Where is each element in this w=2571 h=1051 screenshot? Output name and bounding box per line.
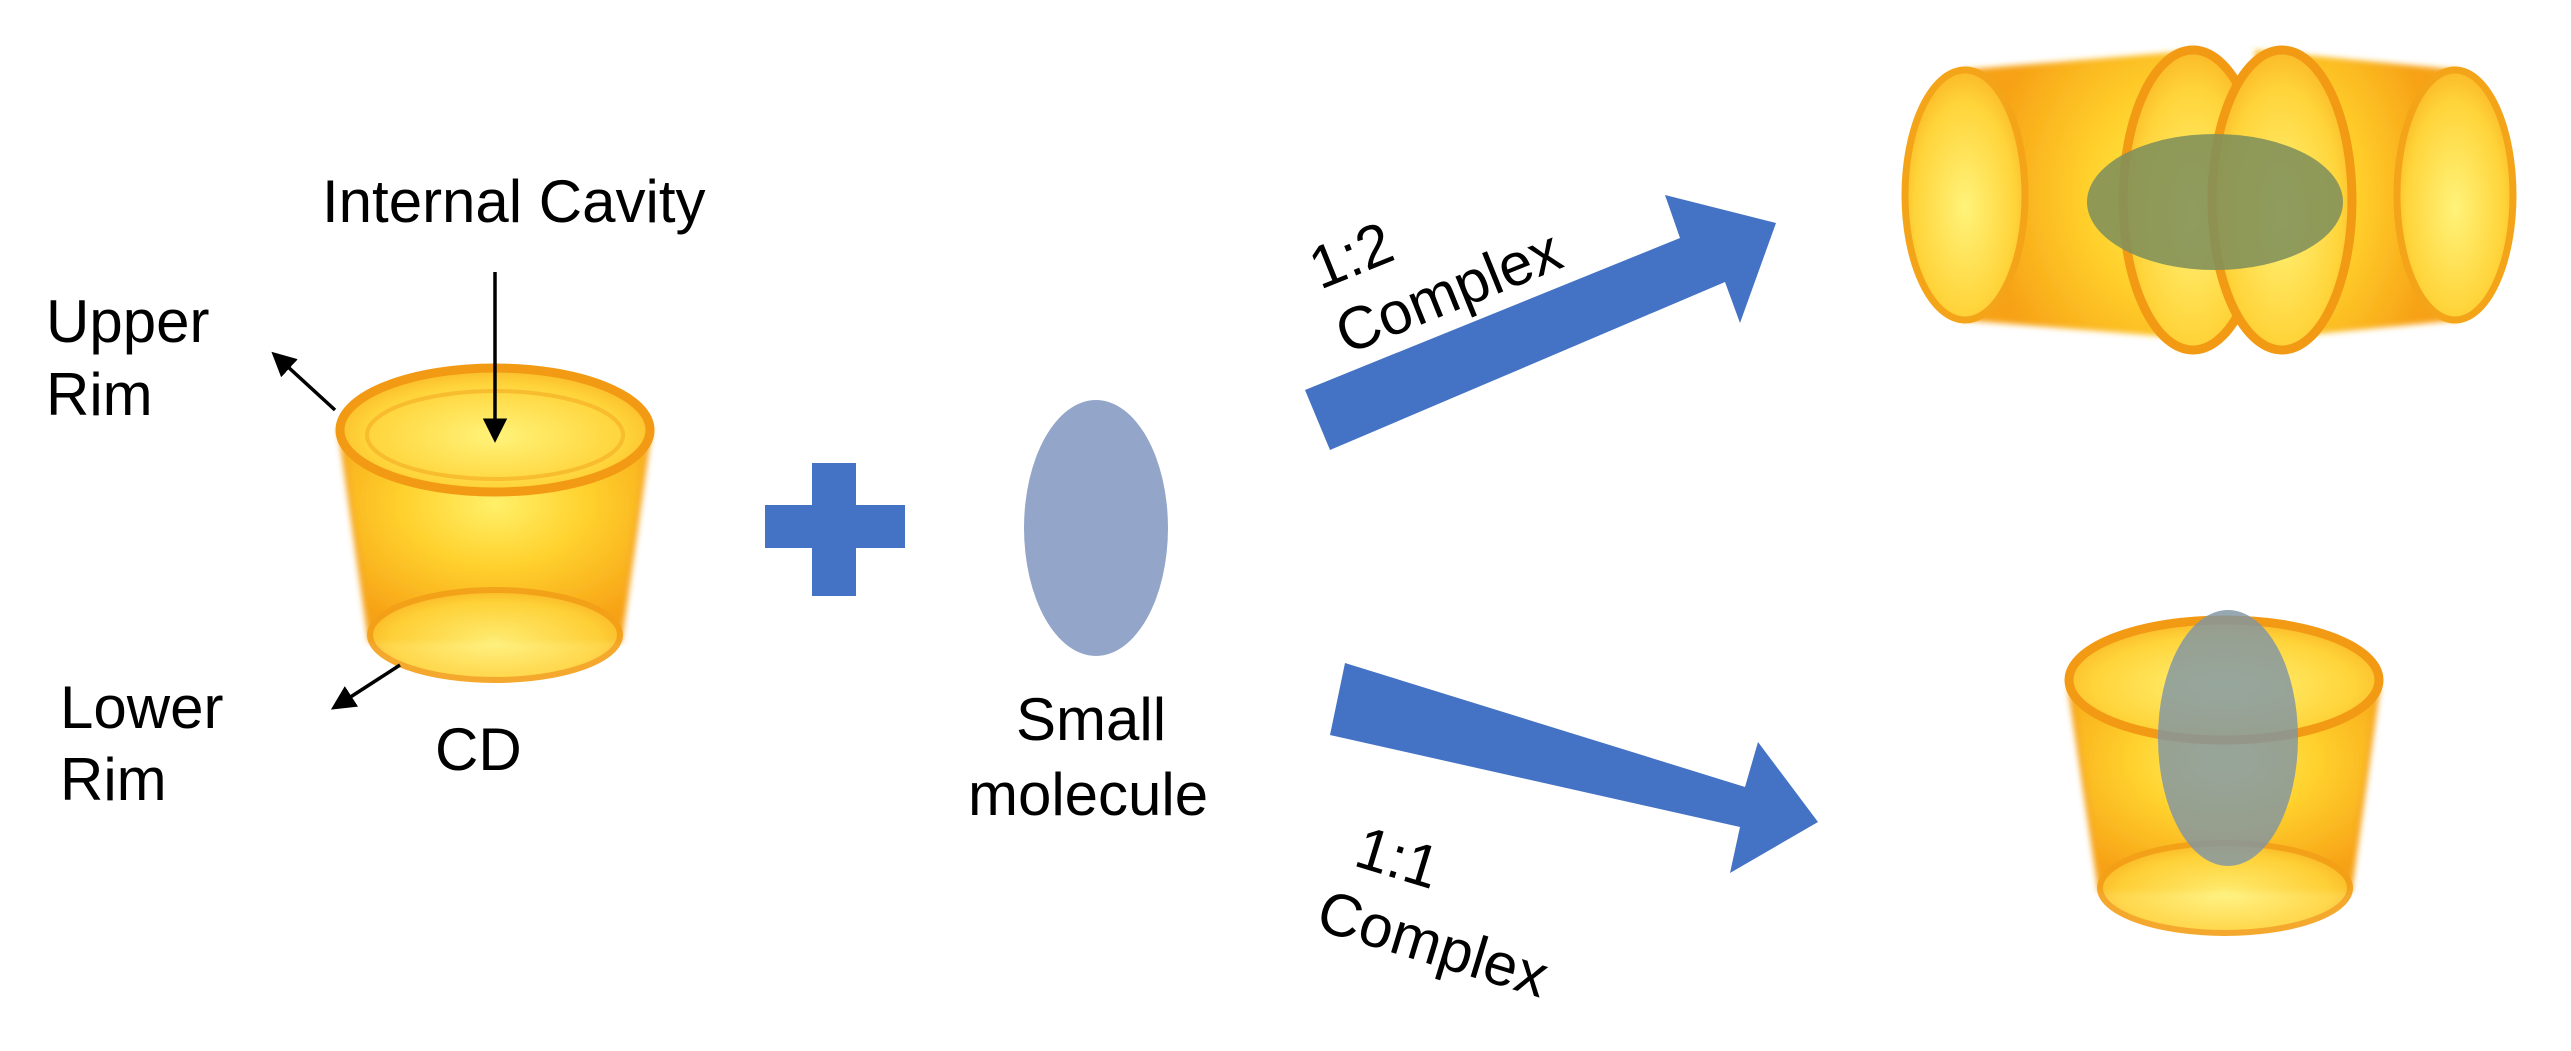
complex-1-2-right-cd [2207, 45, 2517, 355]
small-molecule-ellipse [1024, 400, 1168, 656]
cd-label: CD [435, 716, 522, 783]
complex-1-2 [1901, 45, 2517, 355]
upper-rim-arrow [271, 351, 337, 412]
internal-cavity-label: Internal Cavity [322, 168, 706, 235]
complex-1-1-guest-molecule [2158, 610, 2298, 866]
small-molecule-label-line1: Small [1016, 686, 1166, 753]
complex-1-1-word-label: Complex [1310, 877, 1556, 1010]
complex-1-2-guest-molecule [2087, 134, 2343, 270]
cyclodextrin-cup [335, 363, 655, 683]
arrow-to-1-1-complex [1330, 663, 1818, 873]
plus-icon [765, 463, 905, 596]
lower-rim-label-line2: Rim [60, 746, 167, 813]
small-molecule-label-line2: molecule [968, 761, 1208, 828]
upper-rim-label-line2: Rim [46, 361, 153, 428]
lower-rim-label-line1: Lower [60, 674, 223, 741]
arrow-to-1-2-complex [1305, 195, 1776, 450]
lower-rim-arrow [330, 663, 401, 710]
upper-rim-label-line1: Upper [46, 288, 209, 355]
complex-1-1 [2064, 610, 2384, 936]
